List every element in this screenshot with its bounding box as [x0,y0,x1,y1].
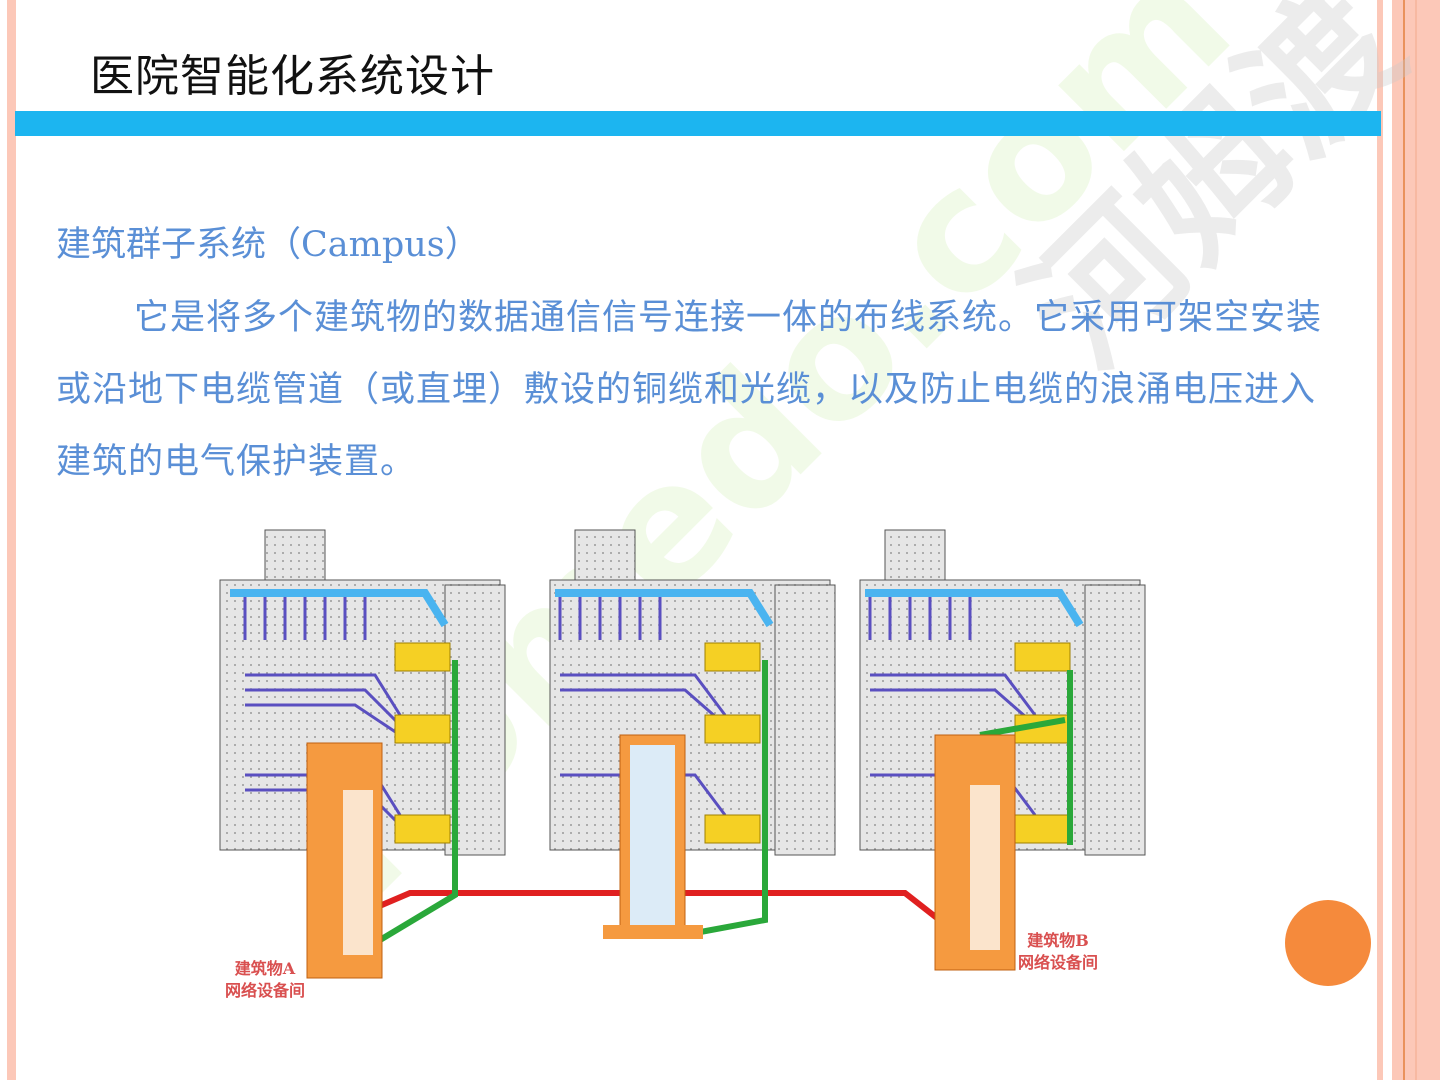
body-paragraph: 它是将多个建筑物的数据通信信号连接一体的布线系统。它采用可架空安装或沿地下电缆管… [56,298,1323,482]
building-a-name: 建筑物A [234,959,296,978]
right-border-stripe [1377,0,1383,1080]
building-b [859,529,1146,856]
campus-cabling-diagram [219,529,1146,979]
building-center [549,529,836,856]
building-b-room: 网络设备间 [1018,953,1099,972]
decorative-orange-circle [1285,900,1371,986]
building-a-room: 网络设备间 [225,981,306,1000]
equipment-cabinet-a [306,742,383,979]
left-border-stripe [7,0,16,1080]
fiber-cables-green [378,660,1073,943]
building-a-label: 建筑物A 网络设备间 [225,958,305,1002]
building-b-name: 建筑物B [1027,931,1089,950]
distribution-frame-center [603,734,703,939]
title-accent-bar [15,111,1381,136]
section-subtitle: 建筑群子系统（Campus） [56,225,480,265]
equipment-cabinet-b [934,734,1016,971]
right-border-line-2 [1415,0,1417,1080]
slide-title: 医院智能化系统设计 [90,51,495,102]
building-b-label: 建筑物B 网络设备间 [1018,930,1098,974]
right-border-line [1403,0,1405,1080]
